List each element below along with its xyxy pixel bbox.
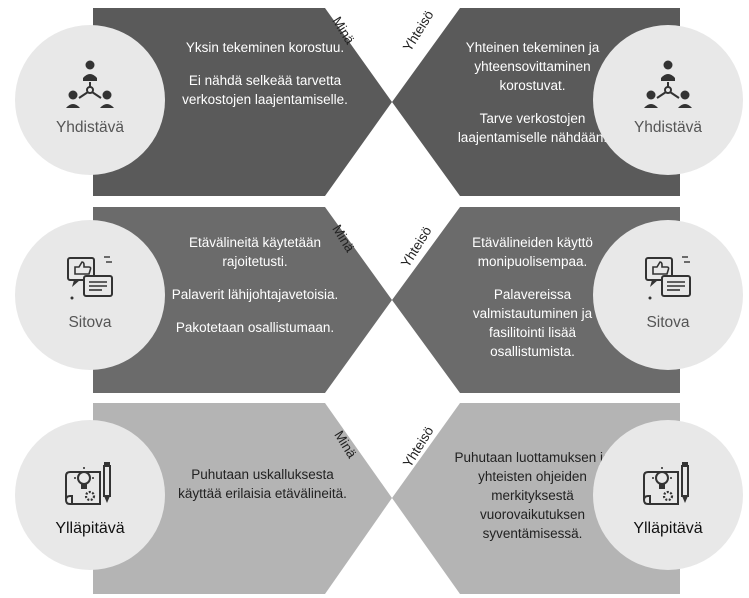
right-circle: Yhdistävä <box>593 25 743 175</box>
right-panel-text: Yhteinen tekeminen ja yhteensovittaminen… <box>445 38 620 161</box>
circle-label: Yhdistävä <box>633 119 703 136</box>
left-panel-row-1 <box>93 8 392 196</box>
network-people-icon <box>64 57 116 109</box>
idea-blueprint-icon <box>64 458 116 510</box>
right-panel-paragraph: Yhteinen tekeminen ja yhteensovittaminen… <box>465 40 600 93</box>
left-circle: Sitova <box>15 220 165 370</box>
right-circle: Ylläpitävä <box>593 420 743 570</box>
right-panel-text: Etävälineiden käyttö monipuolisempaa. Pal… <box>445 233 620 375</box>
left-panel-paragraph: Puhutaan uskalluksesta käyttää erilaisia… <box>178 467 347 501</box>
feedback-chat-icon <box>642 252 694 304</box>
right-panel-paragraph: Tarve verkostojen laajentamiselle nähdää… <box>457 111 608 145</box>
left-panel-paragraph: Palaverit lähijohtajavetoisia. <box>171 287 339 302</box>
right-panel-paragraph: Etävälineiden käyttö monipuolisempaa. <box>472 235 593 269</box>
circle-label: Ylläpitävä <box>55 520 125 537</box>
left-panel-row-2 <box>93 207 392 393</box>
left-panel-text: Yksin tekeminen korostuu. Ei nähdä selkeä… <box>165 38 365 123</box>
right-panel-paragraph: Puhutaan luottamuksen ja yhteisten ohjei… <box>454 450 611 541</box>
left-panel-text: Puhutaan uskalluksesta käyttää erilaisia… <box>175 465 350 517</box>
left-circle: Yhdistävä <box>15 25 165 175</box>
left-circle: Ylläpitävä <box>15 420 165 570</box>
right-circle: Sitova <box>593 220 743 370</box>
left-panel-text: Etävälineitä käytetään rajoitetusti. Pala… <box>160 233 350 351</box>
circle-label: Sitova <box>68 314 112 331</box>
left-panel-paragraph: Etävälineitä käytetään rajoitetusti. <box>188 235 322 269</box>
left-panel-paragraph: Ei nähdä selkeää tarvetta verkostojen la… <box>182 73 348 107</box>
right-panel-text: Puhutaan luottamuksen ja yhteisten ohjei… <box>440 448 625 557</box>
feedback-chat-icon <box>64 252 116 304</box>
circle-label: Ylläpitävä <box>633 520 703 537</box>
network-people-icon <box>642 57 694 109</box>
left-panel-paragraph: Pakotetaan osallistumaan. <box>175 320 335 335</box>
left-panel-paragraph: Yksin tekeminen korostuu. <box>185 40 345 55</box>
left-panel-row-3 <box>93 403 392 594</box>
right-panel-paragraph: Palavereissa valmistautuminen ja fasilit… <box>472 287 593 359</box>
idea-blueprint-icon <box>642 458 694 510</box>
circle-label: Yhdistävä <box>55 119 125 136</box>
circle-label: Sitova <box>646 314 690 331</box>
